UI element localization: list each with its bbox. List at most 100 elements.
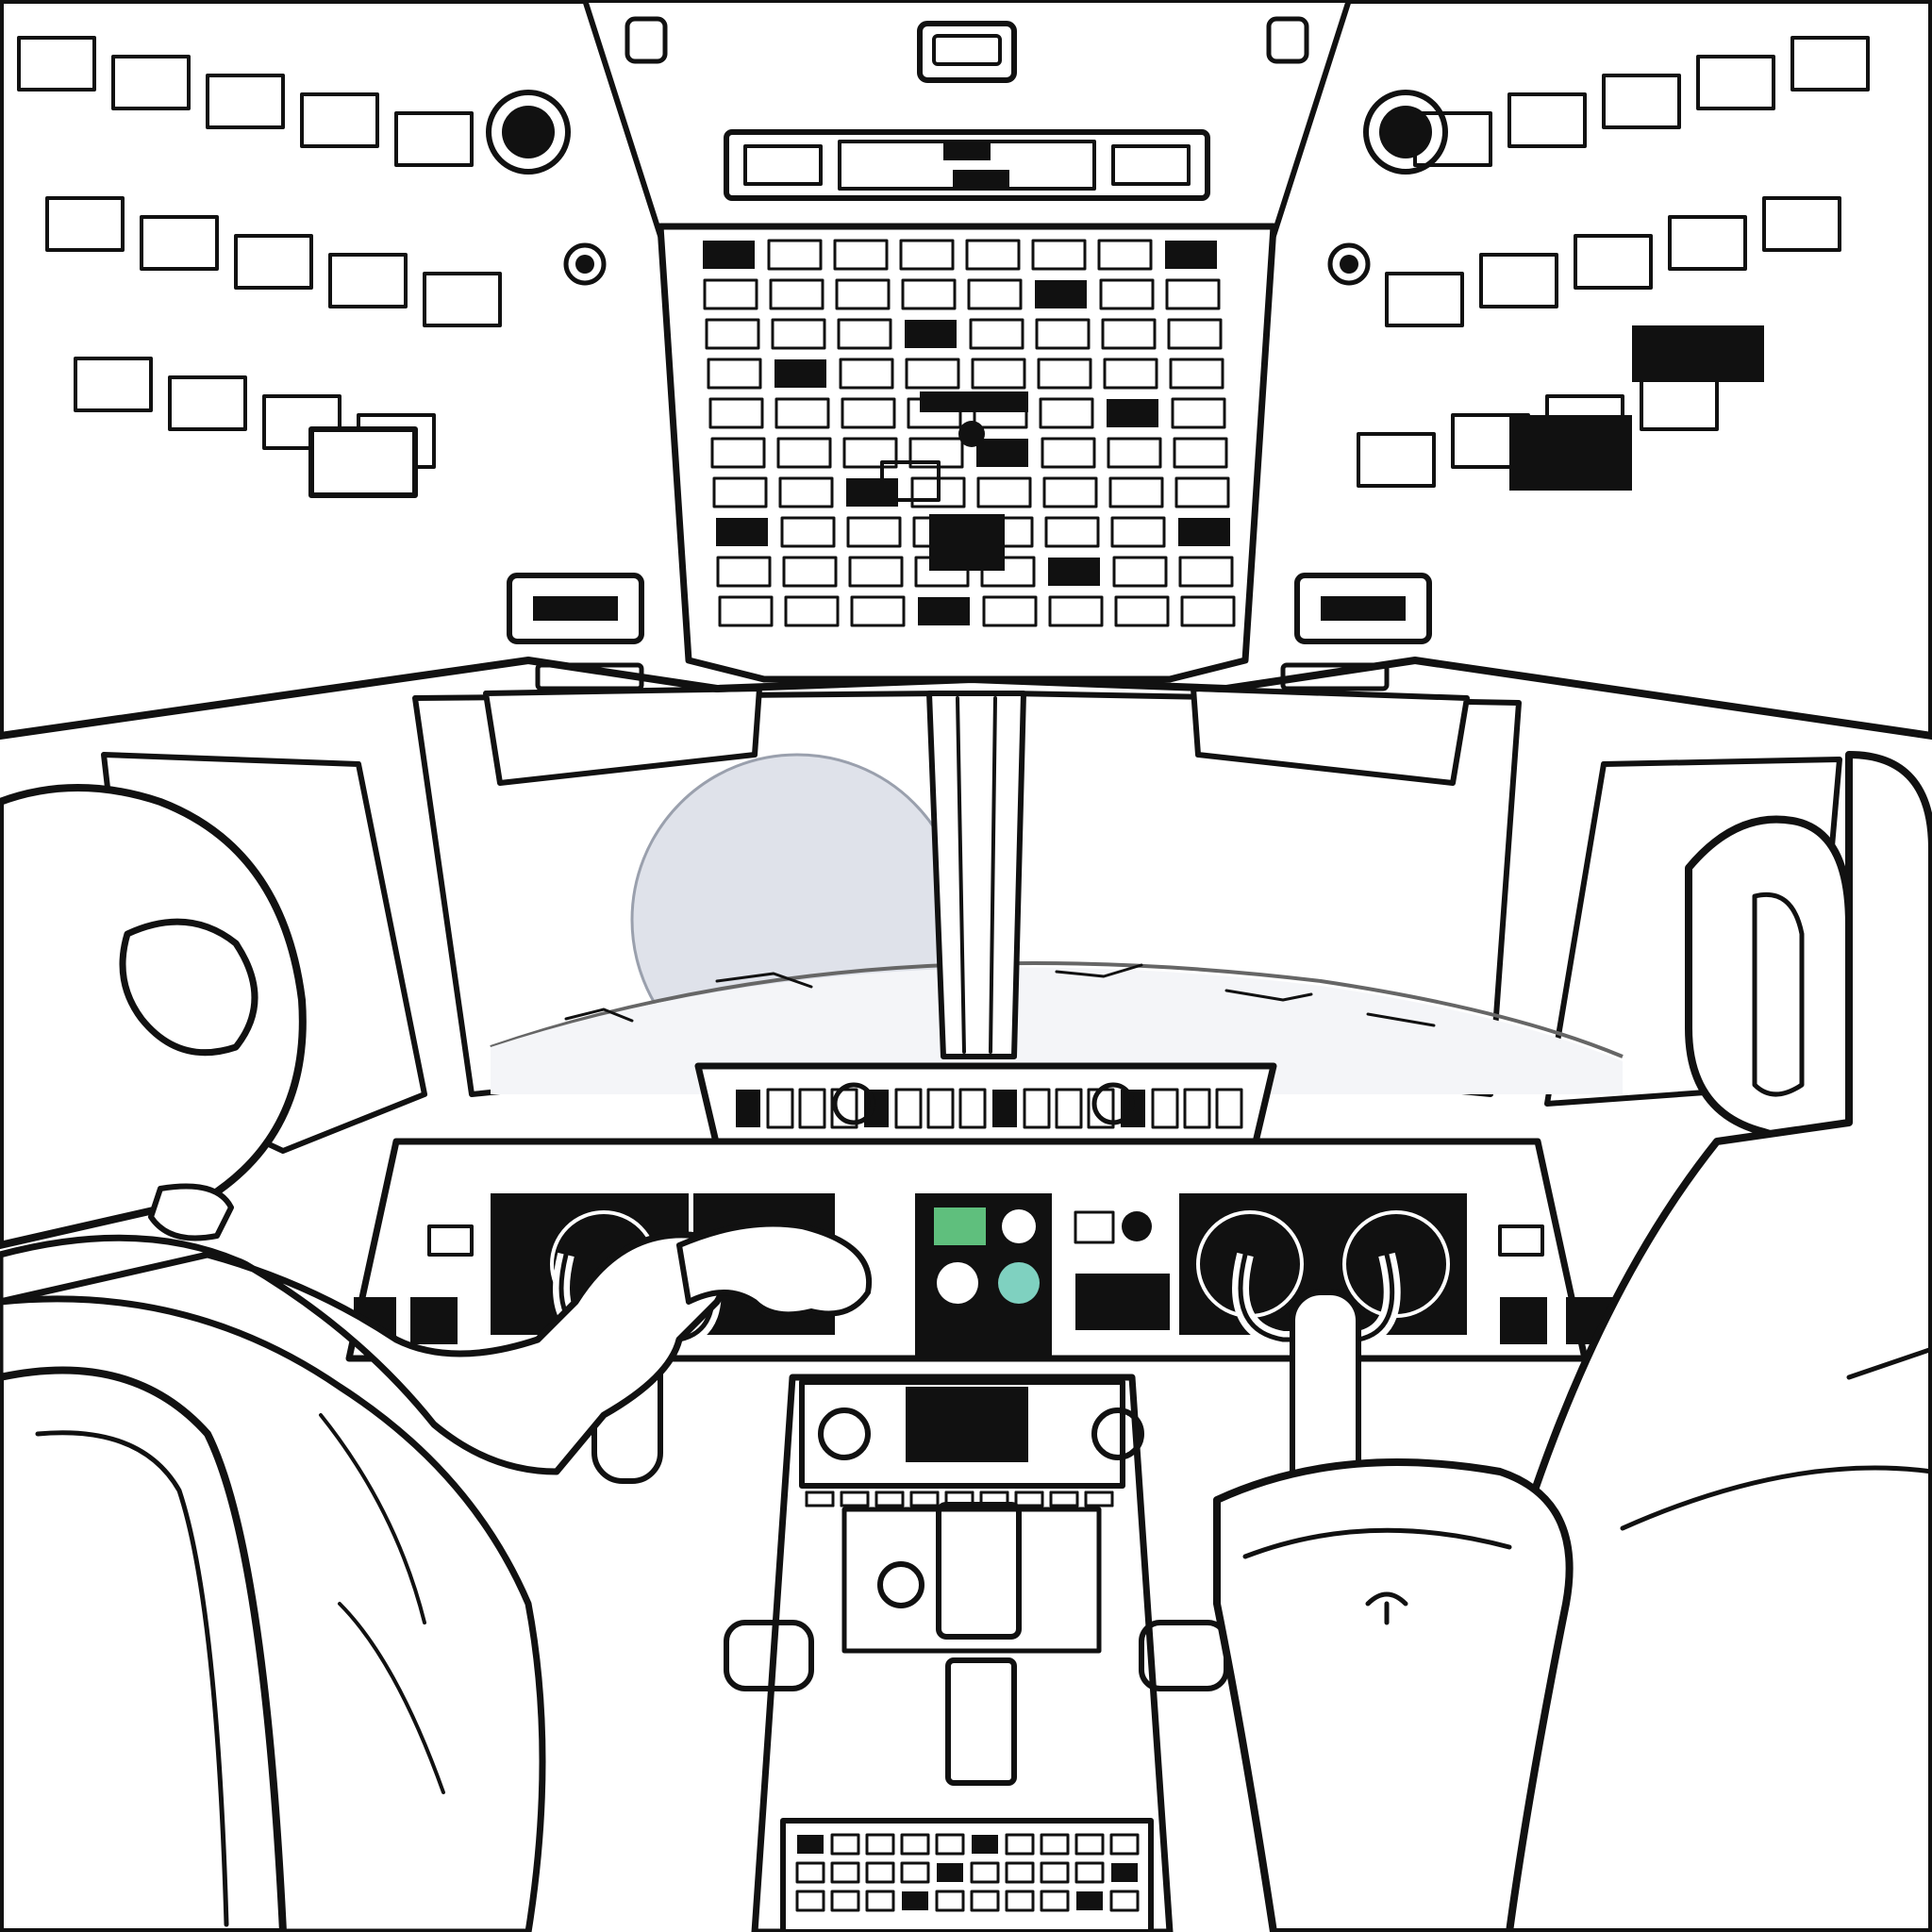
overhead-panel-right — [1602, 74, 1681, 129]
pedestal-button — [1014, 1491, 1044, 1507]
overhead-switch — [982, 595, 1038, 627]
overhead-switch — [771, 318, 826, 350]
overhead-switch — [1178, 518, 1230, 546]
strut-line — [989, 696, 997, 1054]
overhead-switch — [1042, 476, 1098, 508]
vent-right — [1280, 662, 1390, 691]
overhead-panel-left — [140, 215, 219, 271]
lower-lever-block — [945, 1657, 1017, 1786]
overhead-switch — [1039, 397, 1094, 429]
overhead-panel-left — [262, 394, 341, 450]
overhead-switch — [712, 476, 768, 508]
strip-window-left — [743, 144, 823, 186]
handle-inner — [932, 34, 1002, 66]
pilot-glove — [676, 1221, 873, 1318]
overhead-switch — [1037, 358, 1092, 390]
glareshield-switch — [864, 1090, 889, 1127]
overhead-control-strip — [724, 129, 1210, 201]
overhead-switch — [774, 397, 830, 429]
overhead-switch — [842, 437, 898, 469]
overhead-switch — [718, 595, 774, 627]
pedestal-key — [900, 1861, 930, 1884]
overhead-panel-left — [168, 375, 247, 431]
overhead-display-right-2 — [1509, 415, 1632, 491]
pedestal-dial — [877, 1561, 924, 1608]
display-compass-gauge — [998, 1262, 1040, 1304]
glareshield-switch — [926, 1088, 955, 1129]
surface-detail — [564, 963, 1436, 1027]
overhead-panel-left — [206, 74, 285, 129]
pedestal-button — [1049, 1491, 1079, 1507]
glareshield-switch — [992, 1090, 1017, 1127]
planet-surface — [491, 967, 1623, 1094]
overhead-switch — [833, 239, 889, 271]
glareshield-controls — [736, 1082, 1243, 1129]
glareshield-switch — [736, 1090, 760, 1127]
pedestal-key — [1074, 1833, 1105, 1856]
pedestal-button — [1084, 1491, 1114, 1507]
seat-left-edge — [35, 1430, 229, 1927]
throttle-block — [936, 1502, 1022, 1640]
pedestal-key — [1074, 1861, 1105, 1884]
pilot-astronaut — [0, 784, 873, 1932]
overhead-switch — [1114, 595, 1170, 627]
pedestal-button — [874, 1491, 905, 1507]
overhead-switch — [969, 318, 1024, 350]
pedestal-key — [797, 1835, 824, 1854]
display-small-indicator — [1074, 1210, 1115, 1244]
sun-visor-left — [483, 686, 762, 786]
overhead-switch — [841, 397, 896, 429]
pedestal-key — [865, 1890, 895, 1912]
seat-cushion-edge — [1242, 1527, 1512, 1559]
overhead-switch — [1107, 399, 1158, 427]
strut-line — [956, 696, 966, 1054]
pedestal-key — [1005, 1861, 1035, 1884]
pedestal-key — [1040, 1833, 1070, 1856]
overhead-ceiling — [0, 0, 1932, 740]
console-center-knob — [958, 421, 985, 447]
overhead-switch — [1035, 280, 1087, 308]
pedestal-key — [1005, 1833, 1035, 1856]
pedestal-knob-right — [1091, 1407, 1144, 1460]
pedestal-screen — [906, 1387, 1028, 1462]
windshield-center-strut — [926, 691, 1026, 1059]
overhead-switch — [1097, 239, 1153, 271]
overhead-switch — [1044, 516, 1100, 548]
ceiling-light-left-core — [575, 255, 594, 274]
overhead-switch — [835, 278, 891, 310]
ceiling-light-right-core — [1340, 255, 1358, 274]
overhead-panel-right — [1790, 36, 1870, 92]
strip-window-right — [1111, 144, 1191, 186]
pedestal-key — [902, 1891, 928, 1910]
overhead-switch — [846, 478, 898, 507]
overhead-switch — [769, 278, 824, 310]
pedestal-key — [900, 1833, 930, 1856]
glareshield-switch — [766, 1088, 794, 1129]
overhead-switch — [1099, 278, 1155, 310]
pedestal-button — [805, 1491, 835, 1507]
display-round-indicator — [1122, 1211, 1152, 1241]
suit-seam — [319, 1413, 445, 1794]
overhead-panel-left — [300, 92, 379, 148]
console-block-dark — [929, 514, 1005, 571]
pedestal-key — [1076, 1891, 1103, 1910]
overhead-switch — [1108, 476, 1164, 508]
overhead-switch — [716, 518, 768, 546]
overhead-switch — [1031, 239, 1087, 271]
overhead-switch — [848, 556, 904, 588]
overhead-display-right — [1632, 325, 1764, 382]
glareshield-switch — [798, 1088, 826, 1129]
overhead-panel-right — [1762, 196, 1841, 252]
ceiling-speaker-right-core — [1379, 106, 1432, 158]
overhead-switch — [708, 397, 764, 429]
pedestal-knob-left — [818, 1407, 871, 1460]
overhead-switch — [837, 318, 892, 350]
ceiling-light-left — [563, 242, 607, 286]
overhead-switch — [965, 239, 1021, 271]
overhead-panel-left — [234, 234, 313, 290]
side-switch — [1500, 1297, 1547, 1344]
pedestal-key — [865, 1861, 895, 1884]
pedestal-key — [1109, 1890, 1140, 1912]
pedestal-key — [972, 1835, 998, 1854]
